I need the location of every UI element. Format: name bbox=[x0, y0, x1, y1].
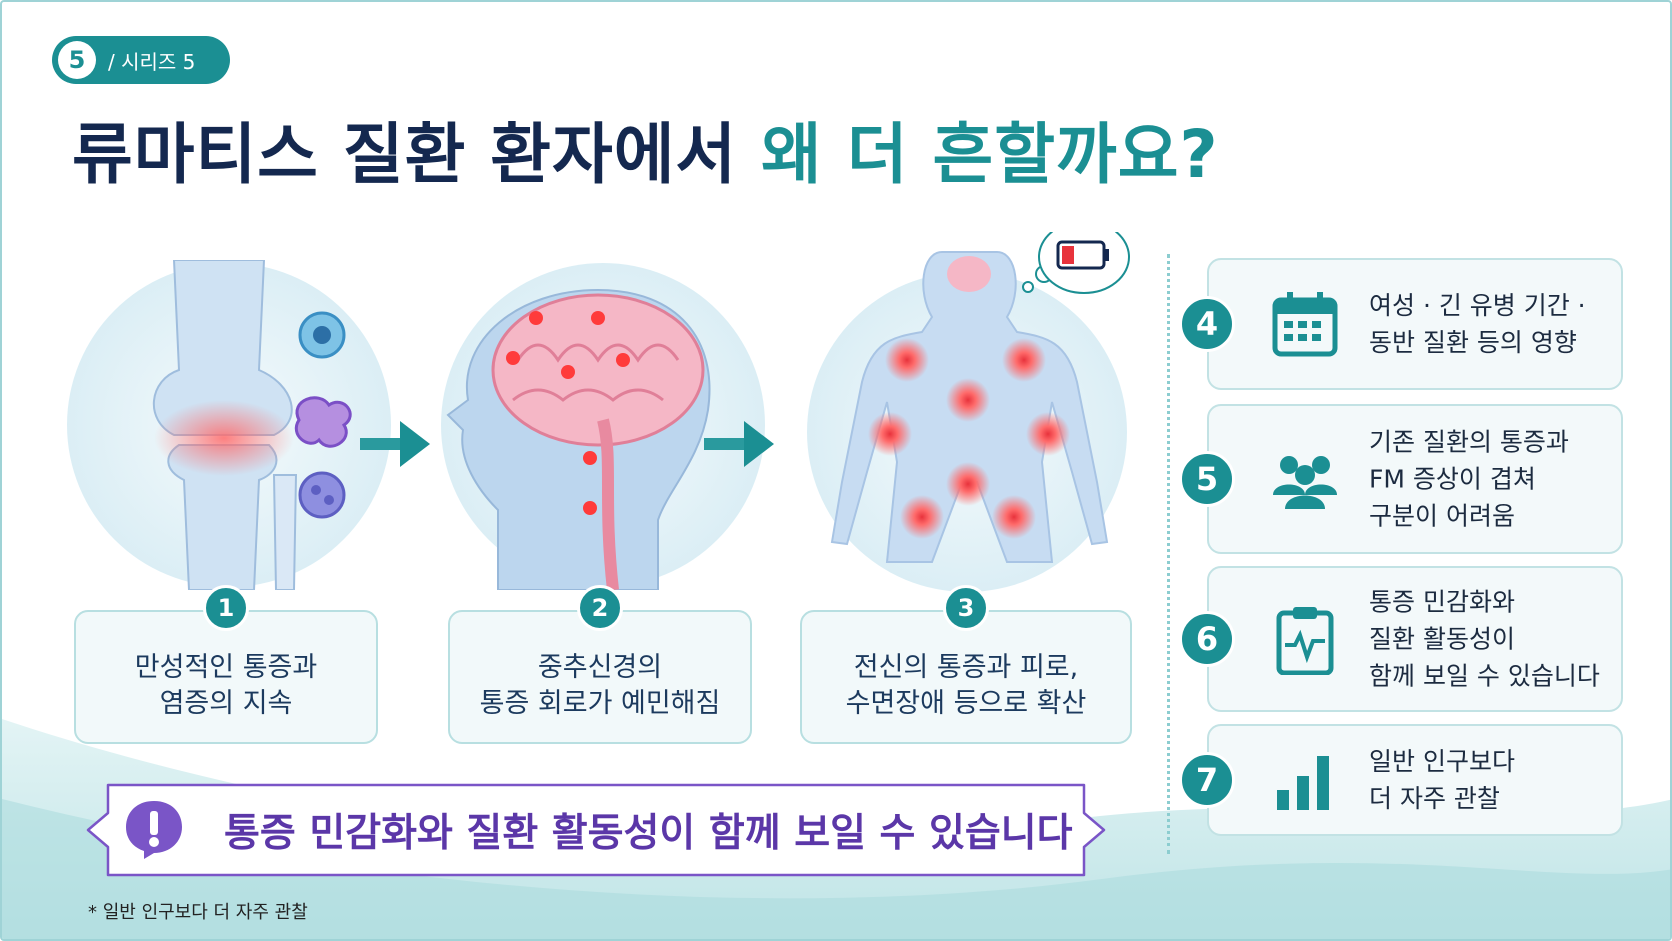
calendar-icon bbox=[1272, 292, 1338, 357]
step-card-2: 2 중추신경의 통증 회로가 예민해짐 bbox=[448, 585, 752, 744]
knee-joint-illustration bbox=[67, 260, 391, 590]
banner-outline bbox=[86, 783, 1106, 877]
factor-number: 4 bbox=[1179, 296, 1235, 352]
series-number: 5 bbox=[58, 41, 96, 79]
factor-card-5: 5 기존 질환의 통증과 FM 증상이 겹쳐 구분이 어려움 bbox=[1179, 404, 1623, 554]
title-accent: 왜 더 흔할까요? bbox=[761, 116, 1219, 193]
factor-number: 7 bbox=[1179, 752, 1235, 808]
factor-number: 5 bbox=[1179, 451, 1235, 507]
factor-card-6: 6 통증 민감화와 질환 활동성이 함께 보일 수 있습니다 bbox=[1179, 566, 1623, 712]
step-text: 전신의 통증과 피로, 수면장애 등으로 확산 bbox=[845, 652, 1087, 719]
step-number: 3 bbox=[943, 585, 989, 631]
brain-illustration bbox=[441, 263, 765, 590]
arrow-right-icon bbox=[360, 421, 430, 467]
dotted-divider bbox=[1167, 254, 1170, 854]
step-number: 1 bbox=[203, 585, 249, 631]
page-title: 류마티스 질환 환자에서 왜 더 흔할까요? bbox=[72, 110, 1219, 200]
arrow-right-icon bbox=[704, 421, 774, 467]
step-text: 중추신경의 통증 회로가 예민해짐 bbox=[479, 652, 721, 719]
series-label: / 시리즈 5 bbox=[108, 49, 196, 74]
step-text: 만성적인 통증과 염증의 지속 bbox=[134, 652, 318, 719]
clipboard-pulse-icon bbox=[1276, 607, 1334, 675]
immune-cell-icon bbox=[298, 311, 346, 359]
exclamation-icon bbox=[126, 801, 182, 859]
virus-icon bbox=[298, 471, 346, 519]
title-main: 류마티스 질환 환자에서 bbox=[72, 116, 762, 193]
step-number: 2 bbox=[577, 585, 623, 631]
bar-chart-icon bbox=[1277, 756, 1329, 810]
series-badge: 5 / 시리즈 5 bbox=[52, 36, 230, 84]
body-pain-points-illustration bbox=[807, 232, 1130, 592]
background-wave bbox=[2, 719, 1670, 939]
low-battery-thought-bubble bbox=[1022, 232, 1130, 294]
factor-card-7: 7 일반 인구보다 더 자주 관찰 bbox=[1179, 724, 1623, 836]
key-message-banner: 통증 민감화와 질환 활동성이 함께 보일 수 있습니다 bbox=[84, 777, 1108, 883]
factor-text: 통증 민감화와 질환 활동성이 함께 보일 수 있습니다 bbox=[1369, 587, 1600, 691]
factor-card-4: 4 여성 · 긴 유병 기간 · 동반 질환 등의 영향 bbox=[1179, 258, 1623, 390]
people-icon bbox=[1273, 456, 1337, 509]
factor-text: 기존 질환의 통증과 FM 증상이 겹쳐 구분이 어려움 bbox=[1369, 427, 1569, 531]
footnote: * 일반 인구보다 더 자주 관찰 bbox=[88, 902, 308, 923]
step-card-3: 3 전신의 통증과 피로, 수면장애 등으로 확산 bbox=[800, 585, 1132, 744]
banner-text: 통증 민감화와 질환 활동성이 함께 보일 수 있습니다 bbox=[224, 811, 1073, 856]
factor-text: 일반 인구보다 더 자주 관찰 bbox=[1369, 747, 1515, 813]
factor-number: 6 bbox=[1179, 611, 1235, 667]
factor-text: 여성 · 긴 유병 기간 · 동반 질환 등의 영향 bbox=[1369, 291, 1586, 357]
step-card-1: 1 만성적인 통증과 염증의 지속 bbox=[74, 585, 378, 744]
